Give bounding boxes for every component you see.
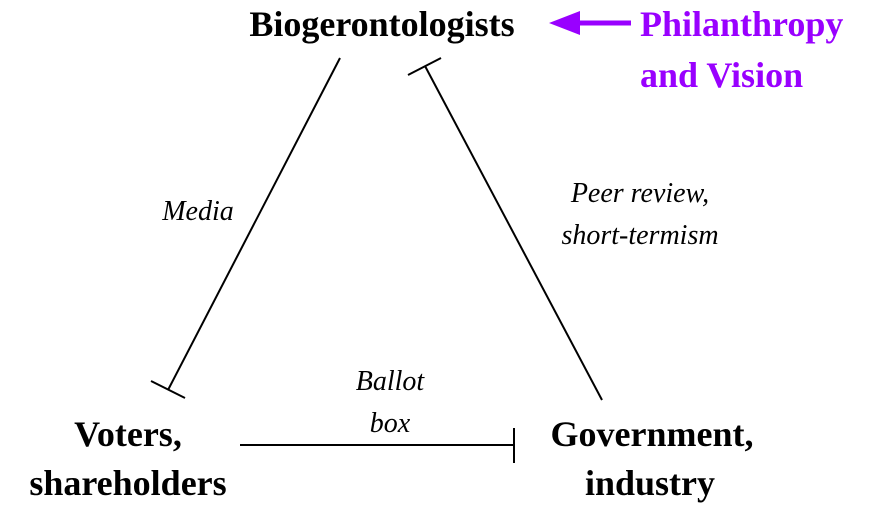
label-peer-review-line1: Peer review, bbox=[570, 178, 709, 209]
philanthropy-arrow bbox=[549, 11, 631, 35]
node-voters-line1: Voters, bbox=[74, 414, 182, 454]
edge-ballot-box bbox=[240, 428, 515, 463]
label-ballot-line1: Ballot bbox=[356, 366, 426, 397]
node-philanthropy-line2: and Vision bbox=[640, 55, 803, 95]
edge-peer-review bbox=[407, 57, 603, 401]
node-voters-line2: shareholders bbox=[29, 463, 226, 503]
label-ballot-line2: box bbox=[370, 408, 411, 439]
node-government-line1: Government, bbox=[551, 414, 754, 454]
node-biogerontologists: Biogerontologists bbox=[249, 4, 514, 44]
label-media: Media bbox=[161, 196, 234, 227]
edge-media bbox=[150, 57, 341, 399]
node-government-line2: industry bbox=[585, 463, 715, 503]
node-philanthropy-line1: Philanthropy bbox=[640, 4, 843, 44]
label-peer-review-line2: short-termism bbox=[561, 220, 718, 251]
